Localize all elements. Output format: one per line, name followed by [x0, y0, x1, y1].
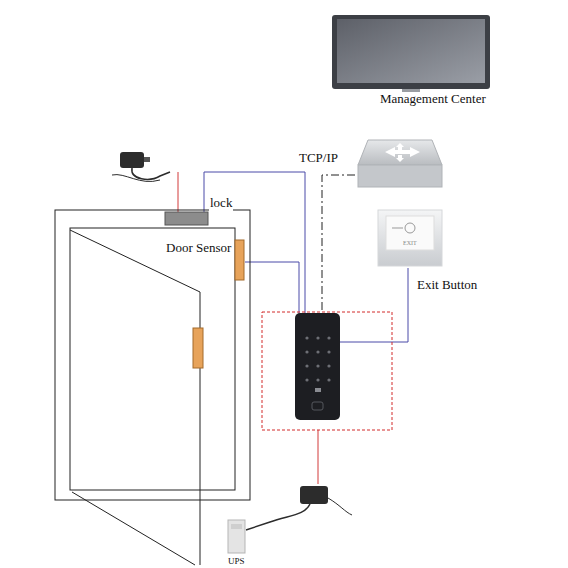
lock-power-wire — [178, 172, 179, 212]
network-cable — [322, 175, 358, 310]
node-text: lock — [209, 196, 233, 211]
exit-button-wire — [340, 268, 408, 342]
sensor-wire — [245, 262, 299, 313]
lock-label: lock — [209, 196, 233, 211]
node-text: Door Sensor — [165, 241, 232, 256]
access-controller-icon — [295, 313, 340, 420]
lock-bar — [165, 212, 208, 225]
power-adapter-icon — [112, 152, 170, 182]
exit-button-icon — [378, 210, 442, 266]
monitor-icon — [332, 15, 490, 93]
controller-boundary — [262, 312, 392, 430]
ups-icon — [228, 520, 245, 553]
network-switch-icon — [358, 140, 442, 187]
button-text: EXIT — [403, 240, 417, 247]
door-drawing — [55, 210, 250, 565]
node-text: Management Center — [379, 92, 487, 107]
exit-button-label: Exit Button — [416, 278, 478, 293]
protocol-label: TCP/IP — [299, 151, 338, 166]
ups-label: UPS — [227, 556, 246, 566]
door-handle — [193, 328, 203, 368]
node-text: Exit Button — [416, 278, 478, 293]
controller-power-wire — [318, 430, 319, 484]
door-sensor-label: Door Sensor — [165, 241, 232, 256]
management-center-label: Management Center — [379, 92, 487, 107]
wires — [178, 172, 408, 484]
power-adapter-icon — [246, 486, 352, 530]
node-text: UPS — [227, 556, 246, 566]
door-sensor-part — [235, 240, 244, 280]
